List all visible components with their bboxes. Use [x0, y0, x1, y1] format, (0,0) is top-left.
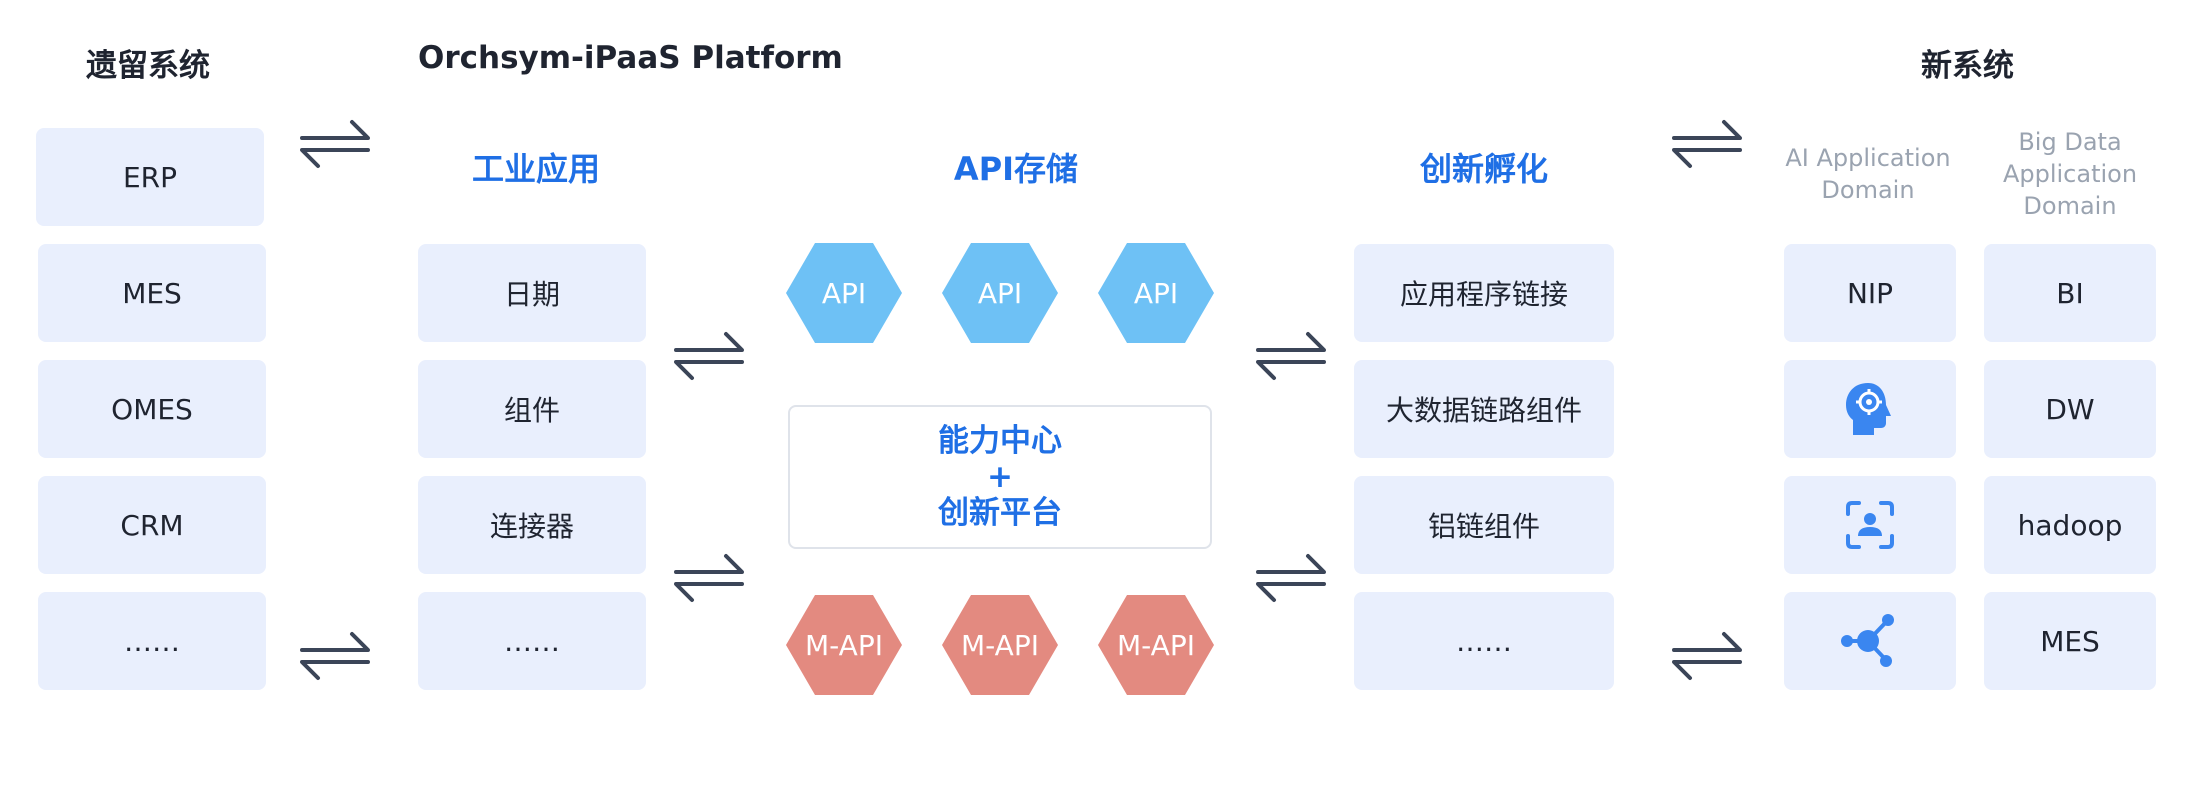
legacy-item-omes: OMES [38, 360, 266, 458]
innovation-item-bigdata-link: 大数据链路组件 [1354, 360, 1614, 458]
exchange-arrows-icon [1672, 632, 1742, 680]
industrial-item-connector: 连接器 [418, 476, 646, 574]
exchange-arrows-icon [300, 632, 370, 680]
bigdata-domain-header-line: Domain [2023, 192, 2117, 220]
center-line-1: 能力中心 [938, 423, 1062, 459]
exchange-arrows-icon [674, 332, 744, 380]
innovation-heading: 创新孵化 [1419, 150, 1548, 188]
api-hexagon-label: API [977, 276, 1023, 310]
bigdata-item-hadoop: hadoop [1984, 476, 2156, 574]
m-api-hexagon-label: M-API [805, 628, 883, 662]
industrial-item-component: 组件 [418, 360, 646, 458]
bigdata-item-mes: MES [1984, 592, 2156, 690]
api-hexagon: API [942, 243, 1058, 343]
ai-domain-header: AI Application Domain [1782, 142, 1954, 206]
ai-head-gear-icon [1846, 383, 1891, 435]
api-hexagon: API [1098, 243, 1214, 343]
ai-domain-header-line: AI Application [1785, 144, 1951, 172]
api-hexagon-label: API [1133, 276, 1179, 310]
center-plus: + [987, 459, 1013, 495]
ai-item-brain [1784, 360, 1956, 458]
legacy-item-mes: MES [38, 244, 266, 342]
face-scan-icon [1846, 501, 1894, 549]
m-api-hexagon-label: M-API [1117, 628, 1195, 662]
exchange-arrows-icon [674, 554, 744, 602]
api-hexagon-label: API [821, 276, 867, 310]
api-storage-heading: API存储 [953, 150, 1079, 188]
exchange-arrows-icon [1256, 554, 1326, 602]
industrial-item-more: …… [418, 592, 646, 690]
bigdata-item-dw: DW [1984, 360, 2156, 458]
innovation-item-app-link: 应用程序链接 [1354, 244, 1614, 342]
innovation-item-more: …… [1354, 592, 1614, 690]
ai-item-nip: NIP [1784, 244, 1956, 342]
api-hexagon: API [786, 243, 902, 343]
capability-center-box: 能力中心 + 创新平台 [788, 405, 1212, 549]
bigdata-domain-header: Big Data Application Domain [1984, 126, 2156, 222]
m-api-hexagon: M-API [1098, 595, 1214, 695]
legacy-item-crm: CRM [38, 476, 266, 574]
exchange-arrows-icon [1672, 120, 1742, 168]
innovation-item-aluminum-chain: 铝链组件 [1354, 476, 1614, 574]
bigdata-domain-header-line: Big Data [2018, 128, 2122, 156]
m-api-hexagon: M-API [942, 595, 1058, 695]
ai-item-face [1784, 476, 1956, 574]
ai-item-network [1784, 592, 1956, 690]
bigdata-item-bi: BI [1984, 244, 2156, 342]
bigdata-domain-header-line: Application [2002, 160, 2138, 188]
industrial-item-date: 日期 [418, 244, 646, 342]
network-node-icon [1841, 614, 1894, 667]
industrial-apps-heading: 工业应用 [471, 150, 600, 188]
exchange-arrows-icon [300, 120, 370, 168]
exchange-arrows-icon [1256, 332, 1326, 380]
m-api-hexagon: M-API [786, 595, 902, 695]
m-api-hexagon-label: M-API [961, 628, 1039, 662]
ai-domain-header-line: Domain [1821, 176, 1915, 204]
center-line-3: 创新平台 [938, 495, 1062, 531]
new-systems-title: 新系统 [1921, 48, 2014, 84]
legacy-systems-title: 遗留系统 [86, 48, 210, 84]
legacy-item-erp: ERP [36, 128, 264, 226]
legacy-item-more: …… [38, 592, 266, 690]
platform-title: Orchsym-iPaaS Platform [418, 40, 843, 76]
